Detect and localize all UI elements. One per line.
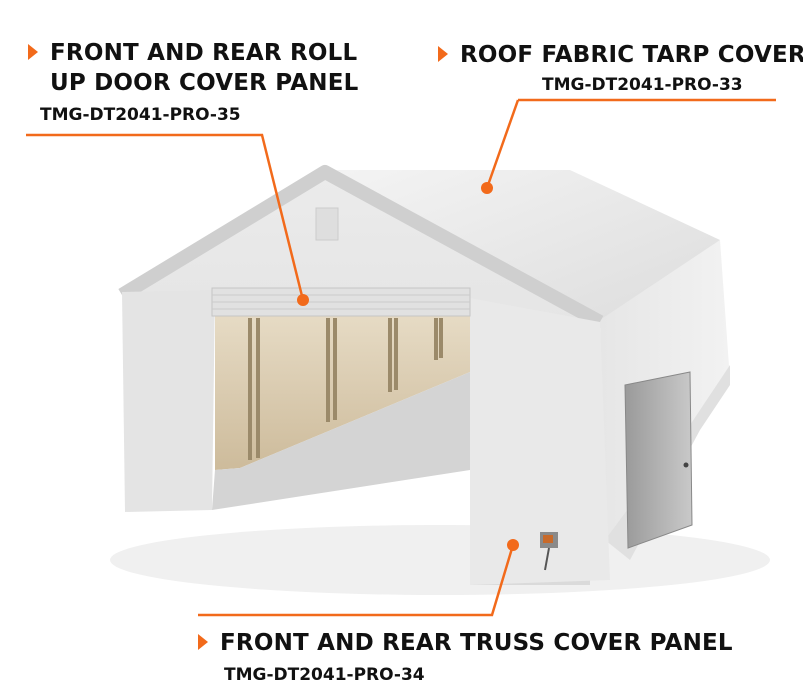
callout-arrow-icon — [198, 634, 208, 650]
interior-floor — [212, 372, 470, 510]
roof-panel — [315, 170, 720, 330]
callout-truss-code: TMG-DT2041-PRO-34 — [224, 665, 425, 685]
leader-dots — [297, 182, 519, 551]
side-door — [624, 371, 693, 549]
callout-roof-code: TMG-DT2041-PRO-33 — [542, 75, 743, 95]
callout-roof-title: ROOF FABRIC TARP COVER — [460, 42, 803, 68]
callout-roll-up-title-line1: FRONT AND REAR ROLL — [50, 40, 358, 66]
door-knob — [683, 462, 689, 468]
vent — [315, 207, 339, 241]
callout-truss-title: FRONT AND REAR TRUSS COVER PANEL — [220, 630, 733, 656]
callout-roll-up-door: FRONT AND REAR ROLL UP DOOR COVER PANEL — [50, 38, 358, 98]
interior-trusses — [248, 318, 443, 460]
leader-lines — [26, 98, 776, 617]
front-roof-trim — [118, 165, 604, 329]
callout-arrow-icon — [28, 44, 38, 60]
callout-roll-up-code: TMG-DT2041-PRO-35 — [40, 105, 241, 125]
ground-shadow — [110, 525, 770, 595]
callout-roll-up-title-line2: UP DOOR COVER PANEL — [50, 70, 359, 96]
interior — [215, 310, 470, 470]
front-left-leg — [122, 290, 215, 512]
front-right-leg — [470, 298, 610, 585]
callout-arrow-icon — [438, 46, 448, 62]
